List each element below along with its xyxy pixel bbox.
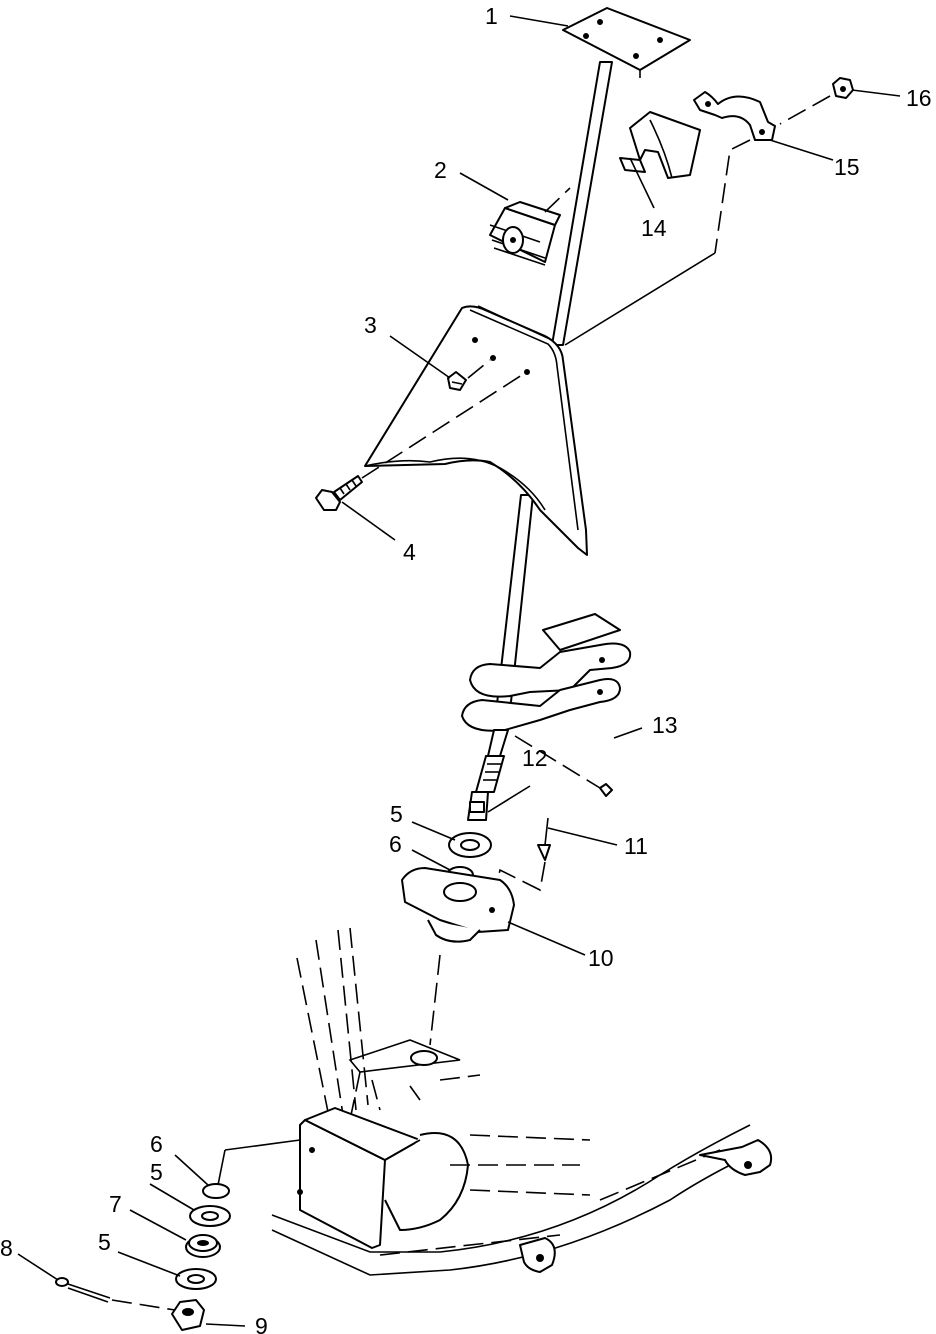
washer-6-lower	[202, 1183, 230, 1199]
label-14: 14	[641, 215, 667, 241]
label-5-upper: 5	[390, 801, 403, 827]
label-15: 15	[834, 154, 860, 180]
label-2: 2	[434, 157, 447, 183]
u-clamp	[693, 91, 776, 141]
bolt-4	[315, 475, 363, 511]
screw-11	[537, 817, 551, 861]
label-10: 10	[588, 945, 614, 971]
label-11: 11	[624, 833, 648, 859]
console-panel	[364, 305, 588, 556]
label-16: 16	[906, 85, 932, 111]
label-5-lower-a: 5	[150, 1159, 163, 1185]
washer-5-lower-a	[189, 1205, 231, 1227]
mounting-bracket	[461, 613, 632, 732]
label-9: 9	[255, 1313, 268, 1334]
frame-chassis	[271, 927, 773, 1276]
clamp-block	[619, 111, 701, 179]
washer-5-lower-b	[175, 1268, 217, 1290]
castle-nut-7	[185, 1234, 221, 1258]
label-4: 4	[403, 539, 416, 565]
block-bushing	[489, 201, 561, 266]
steering-block	[401, 867, 515, 943]
label-3: 3	[364, 312, 377, 338]
cap-nut-9	[171, 1299, 205, 1331]
shaft-end	[467, 729, 509, 821]
label-8: 8	[0, 1235, 13, 1261]
screw-13	[599, 783, 613, 797]
label-7: 7	[109, 1191, 122, 1217]
label-6-lower: 6	[150, 1131, 163, 1157]
label-1: 1	[485, 3, 498, 29]
label-13: 13	[652, 712, 678, 738]
label-12: 12	[522, 745, 548, 771]
cotter-pin-8	[55, 1277, 111, 1303]
label-5-lower-b: 5	[98, 1229, 111, 1255]
label-6-upper: 6	[389, 831, 402, 857]
nut-16	[832, 77, 854, 99]
screw-3	[447, 371, 467, 391]
washer-5-upper	[448, 832, 492, 858]
